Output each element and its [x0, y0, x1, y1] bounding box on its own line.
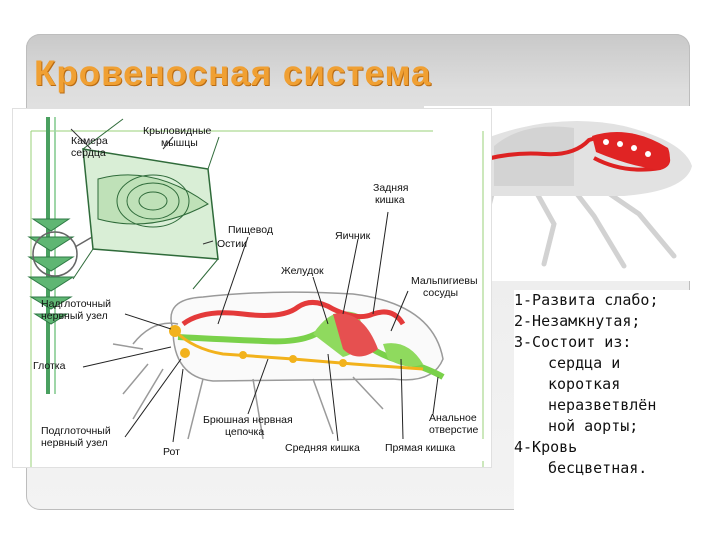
note-line: 1-Развита слабо; [514, 291, 659, 309]
label-hindgut-2: кишка [375, 194, 405, 206]
label-rectum: Прямая кишка [385, 442, 455, 454]
notes-panel: 1-Развита слабо; 2-Незамкнутая; 3-Состои… [514, 290, 720, 510]
ovary-shape [333, 313, 378, 357]
label-wing-muscles-1: Крыловидные [143, 125, 212, 137]
label-pharynx: Глотка [33, 360, 66, 372]
note-line: короткая [548, 375, 621, 393]
anatomy-diagram-panel: Камера сердца Крыловидные мышцы Остии Пи… [12, 108, 492, 468]
label-ovary: Яичник [335, 230, 371, 242]
leader-lines [82, 211, 439, 443]
label-hindgut-1: Задняя [373, 182, 408, 194]
note-line: неразветвлён [548, 396, 657, 414]
label-heart-chamber-1: Камера [71, 135, 108, 147]
label-wing-muscles-2: мышцы [161, 137, 198, 149]
label-esophagus: Пищевод [228, 224, 273, 236]
note-line: 4-Кровь [514, 438, 578, 456]
label-malpighian-2: сосуды [423, 287, 458, 299]
label-anal-1: Анальное [429, 412, 477, 424]
label-subesophageal-1: Подглоточный [41, 425, 111, 437]
anatomy-diagram-svg: Камера сердца Крыловидные мышцы Остии Пи… [27, 117, 484, 467]
label-stomach: Желудок [281, 265, 324, 277]
label-ventral-chain-1: Брюшная нервная [203, 414, 293, 426]
label-supraesophageal-2: нервный узел [41, 310, 108, 322]
note-line: сердца и [548, 354, 621, 372]
diagram-labels: Камера сердца Крыловидные мышцы Остии Пи… [33, 125, 478, 458]
note-line: бесцветная. [548, 459, 648, 477]
label-heart-chamber-2: сердца [71, 147, 106, 159]
nerve-ganglia [169, 325, 347, 367]
label-ostia: Остии [217, 238, 247, 250]
notes-list: 1-Развита слабо; 2-Незамкнутая; 3-Состои… [514, 290, 720, 479]
rectum-shape [383, 343, 423, 367]
vessel-line [181, 300, 406, 327]
label-supraesophageal-1: Надглоточный [41, 298, 111, 310]
label-anal-2: отверстие [429, 424, 478, 436]
heart-illustration [27, 117, 124, 394]
wing-muscle-illustration [70, 118, 220, 290]
label-mouth: Рот [163, 446, 180, 458]
label-subesophageal-2: нервный узел [41, 437, 108, 449]
label-ventral-chain-2: цепочка [225, 426, 264, 438]
slide-title: Кровеносная система [34, 54, 432, 93]
label-midgut: Средняя кишка [285, 442, 360, 454]
label-malpighian-1: Мальпигиевы [411, 275, 478, 287]
diagram-frame [30, 130, 484, 467]
note-line: ной аорты; [548, 417, 639, 435]
nerve-chain-line [173, 329, 424, 371]
note-line: 3-Состоит из: [514, 333, 632, 351]
note-line: 2-Незамкнутая; [514, 312, 641, 330]
